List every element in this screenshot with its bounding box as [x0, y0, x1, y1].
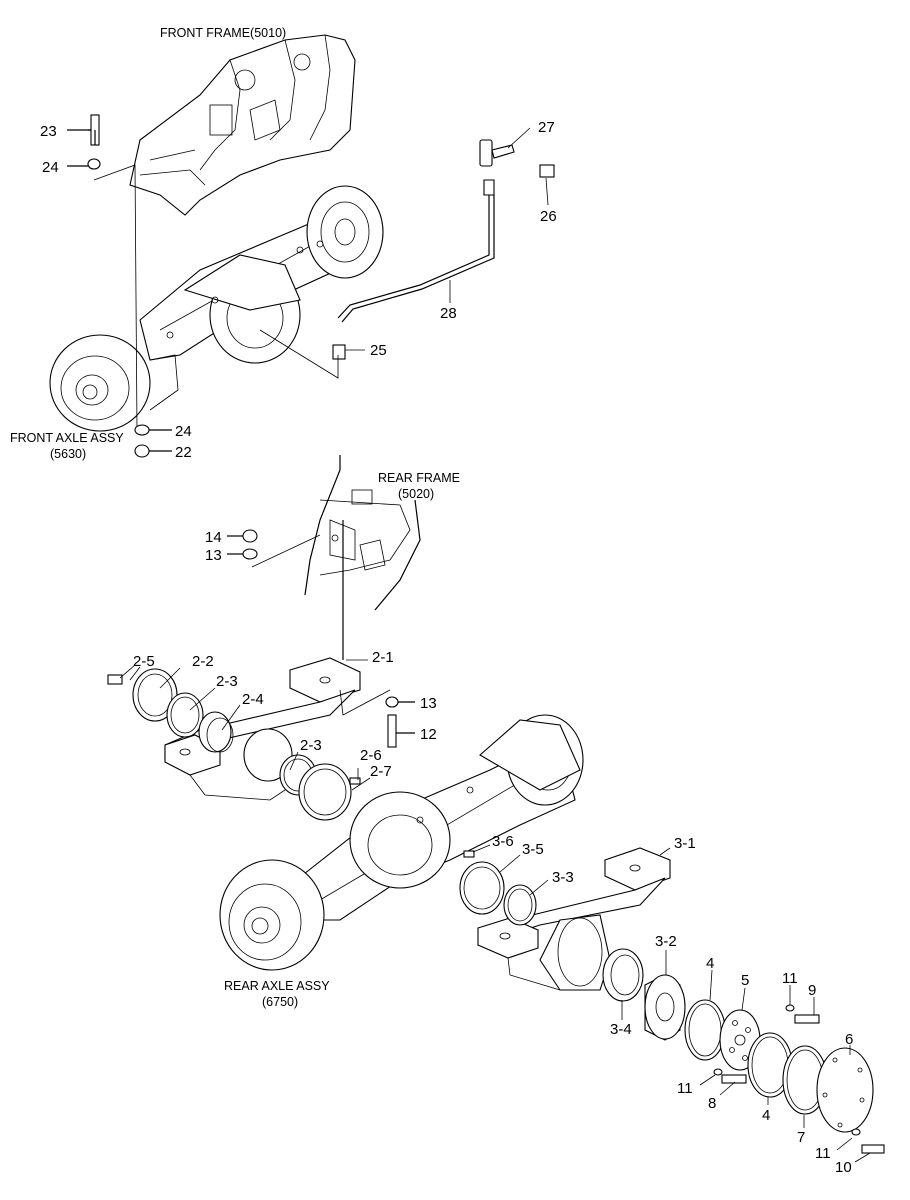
callout-11-lower: 11 — [815, 1145, 831, 1162]
callout-2-5: 2-5 — [133, 653, 155, 670]
callout-27: 27 — [538, 119, 555, 136]
callout-24: 24 — [42, 159, 59, 176]
callout-3-4: 3-4 — [610, 1021, 632, 1038]
callout-3-6: 3-6 — [492, 833, 514, 850]
callouts: 23 24 27 26 28 25 24 22 14 13 2-5 2-2 2-… — [40, 119, 853, 1176]
rear-frame-number: (5020) — [398, 487, 434, 501]
callout-4: 4 — [706, 955, 714, 972]
callout-4-lower: 4 — [762, 1107, 770, 1124]
rear-leaders — [129, 659, 871, 1163]
callout-2-7: 2-7 — [370, 763, 392, 780]
front-axle-number: (5630) — [50, 447, 86, 461]
callout-13: 13 — [205, 547, 222, 564]
callout-3-2: 3-2 — [655, 933, 677, 950]
callout-2-6: 2-6 — [360, 747, 382, 764]
callout-2-4: 2-4 — [242, 691, 264, 708]
front-hose-assembly — [332, 139, 555, 360]
callout-9: 9 — [808, 982, 816, 999]
rear-rear-bracket — [459, 847, 885, 1154]
front-frame-caption: FRONT FRAME(5010) — [160, 26, 286, 40]
rear-front-bracket — [132, 657, 391, 821]
callout-11-mid: 11 — [677, 1080, 693, 1097]
callout-8: 8 — [708, 1095, 716, 1112]
callout-14: 14 — [205, 529, 222, 546]
rear-axle-caption: REAR AXLE ASSY — [224, 979, 330, 993]
front-axle-caption: FRONT AXLE ASSY — [10, 431, 124, 445]
front-axle-drawing — [49, 185, 384, 432]
callout-3-3: 3-3 — [552, 869, 574, 886]
callout-2-1: 2-1 — [372, 649, 394, 666]
callout-11: 11 — [782, 970, 798, 987]
callout-7: 7 — [797, 1129, 805, 1146]
callout-6: 6 — [845, 1031, 853, 1048]
rear-fasteners — [107, 529, 415, 748]
callout-13-lower: 13 — [420, 695, 437, 712]
front-leaders — [67, 114, 549, 458]
callout-2-3: 2-3 — [216, 673, 238, 690]
rear-axle-number: (6750) — [262, 995, 298, 1009]
callout-12: 12 — [420, 726, 437, 743]
rear-axle-drawing — [219, 714, 584, 971]
callout-23: 23 — [40, 123, 57, 140]
front-frame-drawing — [129, 34, 356, 216]
callout-24-lower: 24 — [175, 423, 192, 440]
callout-2-3-lower: 2-3 — [300, 737, 322, 754]
callout-3-1: 3-1 — [674, 835, 696, 852]
rear-frame-drawing — [251, 455, 421, 660]
callout-3-5: 3-5 — [522, 841, 544, 858]
captions: FRONT FRAME(5010) FRONT AXLE ASSY (5630)… — [10, 26, 460, 1009]
callout-5: 5 — [741, 972, 749, 989]
callout-25: 25 — [370, 342, 387, 359]
callout-10: 10 — [835, 1159, 852, 1176]
callout-22: 22 — [175, 444, 192, 461]
callout-2-2: 2-2 — [192, 653, 214, 670]
callout-26: 26 — [540, 208, 557, 225]
callout-28: 28 — [440, 305, 457, 322]
rear-frame-caption: REAR FRAME — [378, 471, 460, 485]
